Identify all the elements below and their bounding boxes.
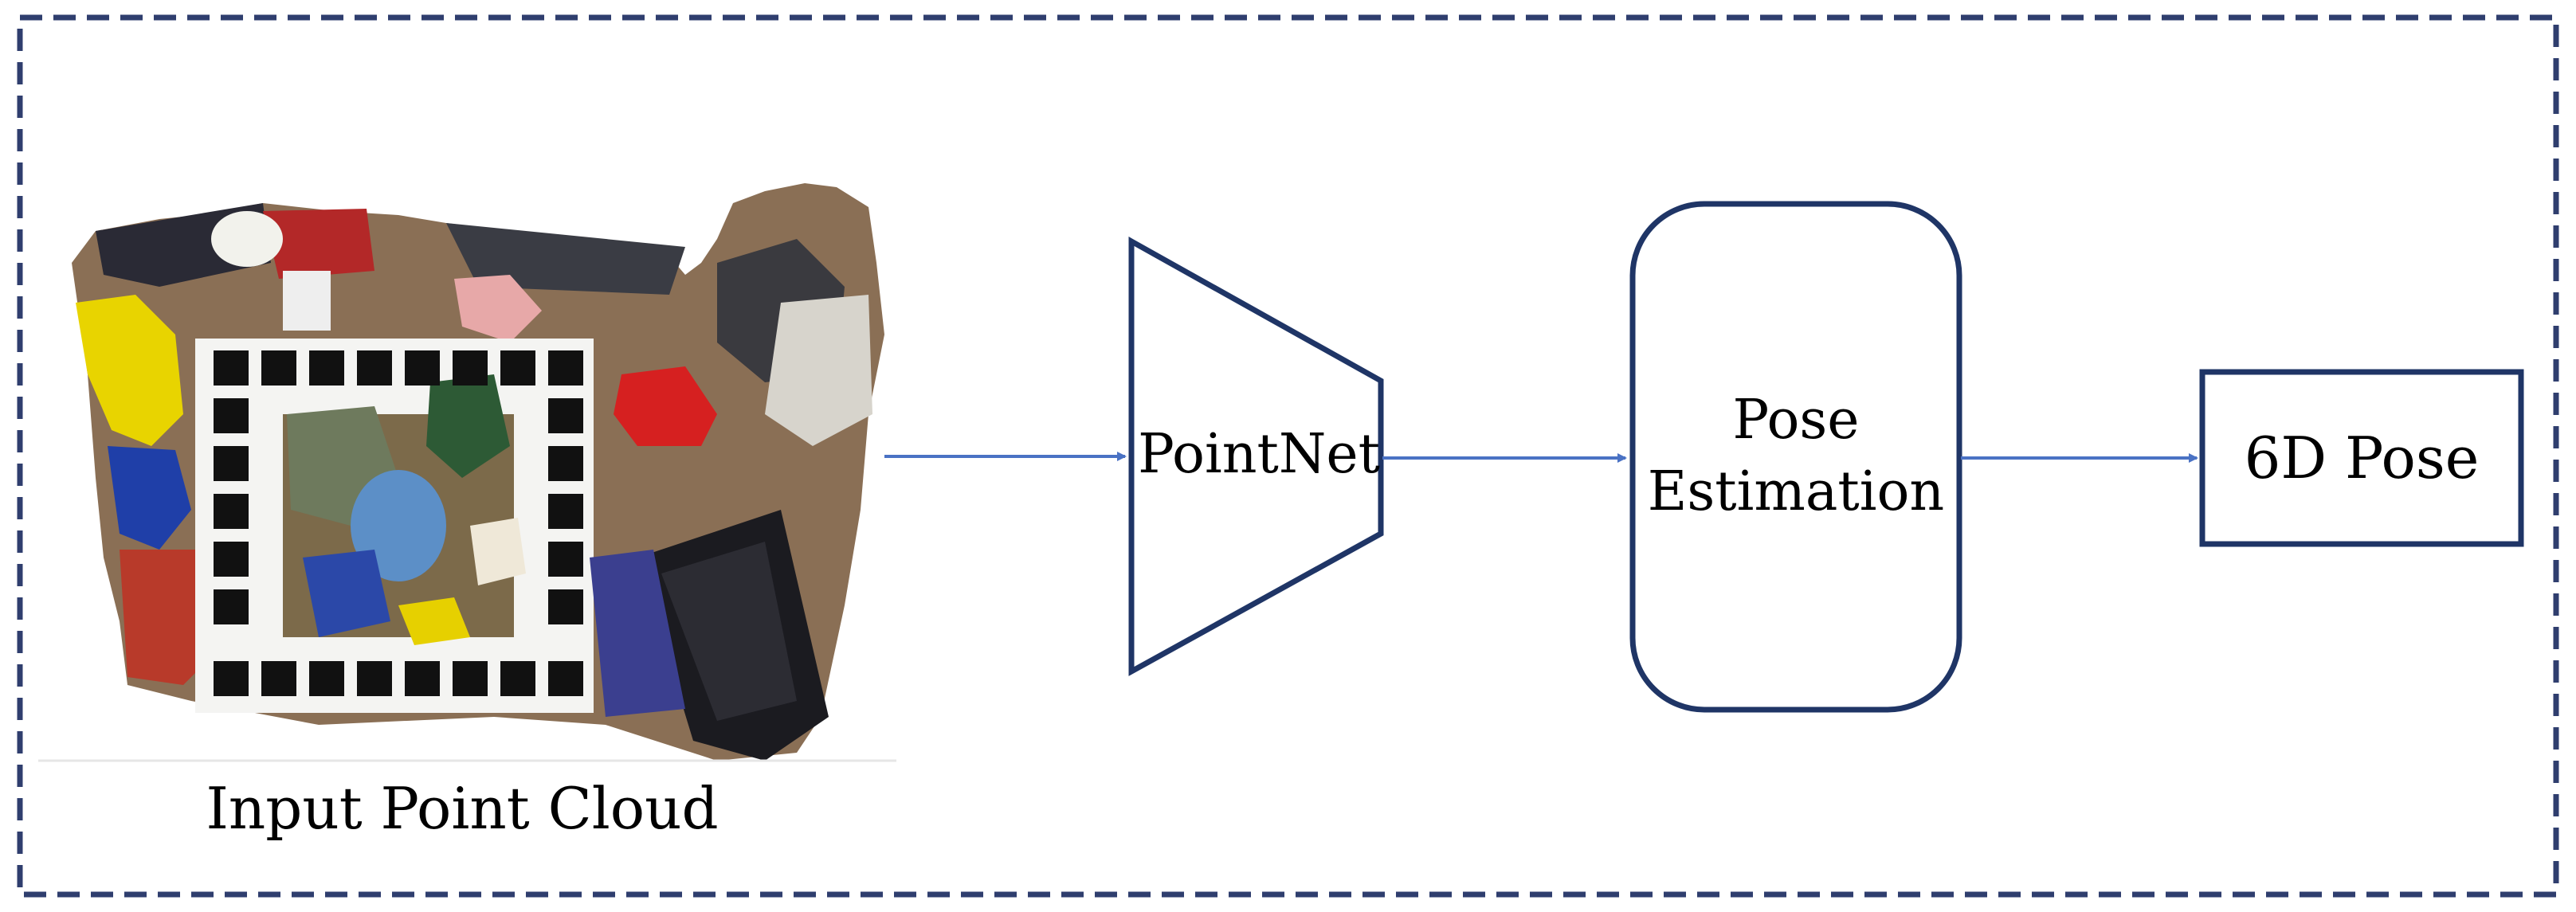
point-cloud-scene-image	[38, 183, 896, 762]
pointnet-label: PointNet	[1138, 423, 1380, 486]
pose-estimation-label-line1: Pose	[1732, 389, 1859, 452]
output-label: 6D Pose	[2245, 425, 2480, 491]
output-node	[2199, 369, 2524, 547]
pose-estimation-node	[1629, 201, 1962, 713]
input-label: Input Point Cloud	[206, 775, 718, 842]
pointnet-node	[1128, 237, 1384, 676]
pose-estimation-label-line2: Estimation	[1648, 460, 1944, 523]
